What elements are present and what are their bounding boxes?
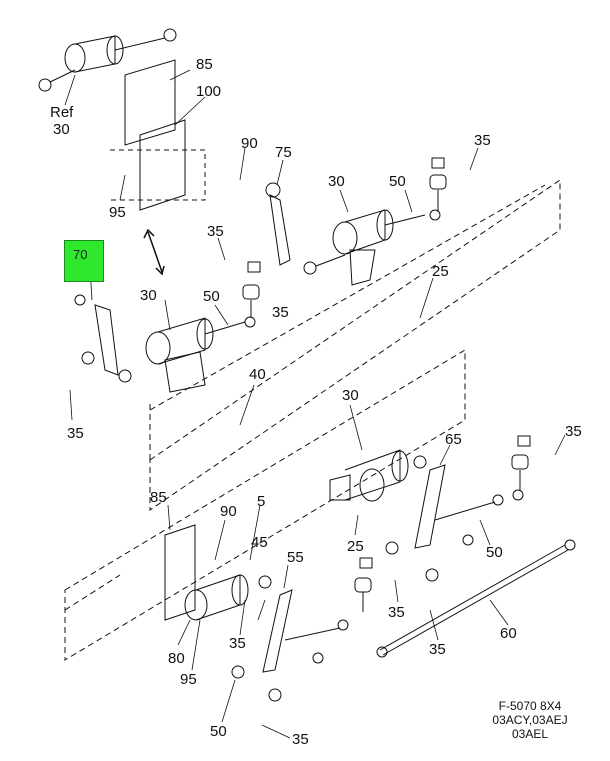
callout-30-top: 30 — [328, 173, 345, 190]
drive-rod — [376, 539, 576, 658]
callout-50-mid: 50 — [203, 288, 220, 305]
top-bracket-plate — [110, 59, 206, 211]
lower-right-linkage — [385, 435, 531, 582]
callout-85-low: 85 — [150, 489, 167, 506]
highlighted-callout[interactable]: 70 — [64, 240, 104, 282]
callout-50-top: 50 — [389, 173, 406, 190]
callout-45: 45 — [251, 534, 268, 551]
callout-50-bottom: 50 — [210, 723, 227, 740]
mid-left-cylinder-assembly — [74, 261, 261, 393]
callout-95-low: 95 — [180, 671, 197, 688]
callout-25-low: 25 — [347, 538, 364, 555]
callout-30-mid: 30 — [140, 287, 157, 304]
callout-35-low-mid: 35 — [388, 604, 405, 621]
callout-35-top-right: 35 — [474, 132, 491, 149]
callout-75: 75 — [275, 144, 292, 161]
highlight-label: 70 — [73, 247, 88, 262]
upper-frame-rail — [149, 179, 561, 511]
callout-35-bottom: 35 — [292, 731, 309, 748]
lower-center-cylinder — [329, 449, 409, 502]
callout-50-low-right: 50 — [486, 544, 503, 561]
top-cylinder-assembly — [38, 28, 177, 92]
callout-90-top: 90 — [241, 135, 258, 152]
callout-85-top: 85 — [196, 56, 213, 73]
callout-35-low-left: 35 — [229, 635, 246, 652]
leader-lines — [64, 69, 566, 739]
callout-25: 25 — [432, 263, 449, 280]
lower-left-bracket-cylinder — [164, 524, 272, 621]
callout-100: 100 — [196, 83, 222, 100]
callout-35-left: 35 — [67, 425, 84, 442]
callout-90-low: 90 — [220, 503, 237, 520]
callout-40: 40 — [249, 366, 266, 383]
callout-95-top: 95 — [109, 204, 126, 221]
callout-35-mid: 35 — [272, 304, 289, 321]
lower-frame-rail — [64, 349, 466, 661]
lower-left-linkage — [231, 557, 373, 702]
callout-30-lower: 30 — [342, 387, 359, 404]
caption-line-2: 03ACY,03AEJ — [492, 712, 568, 727]
upper-right-cylinder-assembly — [265, 157, 447, 286]
callout-60: 60 — [500, 625, 517, 642]
callout-5: 5 — [257, 493, 266, 510]
callout-ref-30: 30 — [53, 121, 70, 138]
callout-ref: Ref — [50, 104, 74, 121]
figure-caption: F-5070 8X4 03ACY,03AEJ 03AEL — [470, 699, 590, 741]
caption-line-1: F-5070 8X4 — [498, 699, 562, 713]
callout-35-right: 35 — [565, 423, 582, 440]
callout-80: 80 — [168, 650, 185, 667]
callout-35-low-right: 35 — [429, 641, 446, 658]
callout-35-mid-left: 35 — [207, 223, 224, 240]
callout-65: 65 — [445, 431, 462, 448]
double-arrow — [143, 228, 165, 276]
caption-line-3: 03AEL — [511, 726, 549, 741]
callout-55: 55 — [287, 549, 304, 566]
